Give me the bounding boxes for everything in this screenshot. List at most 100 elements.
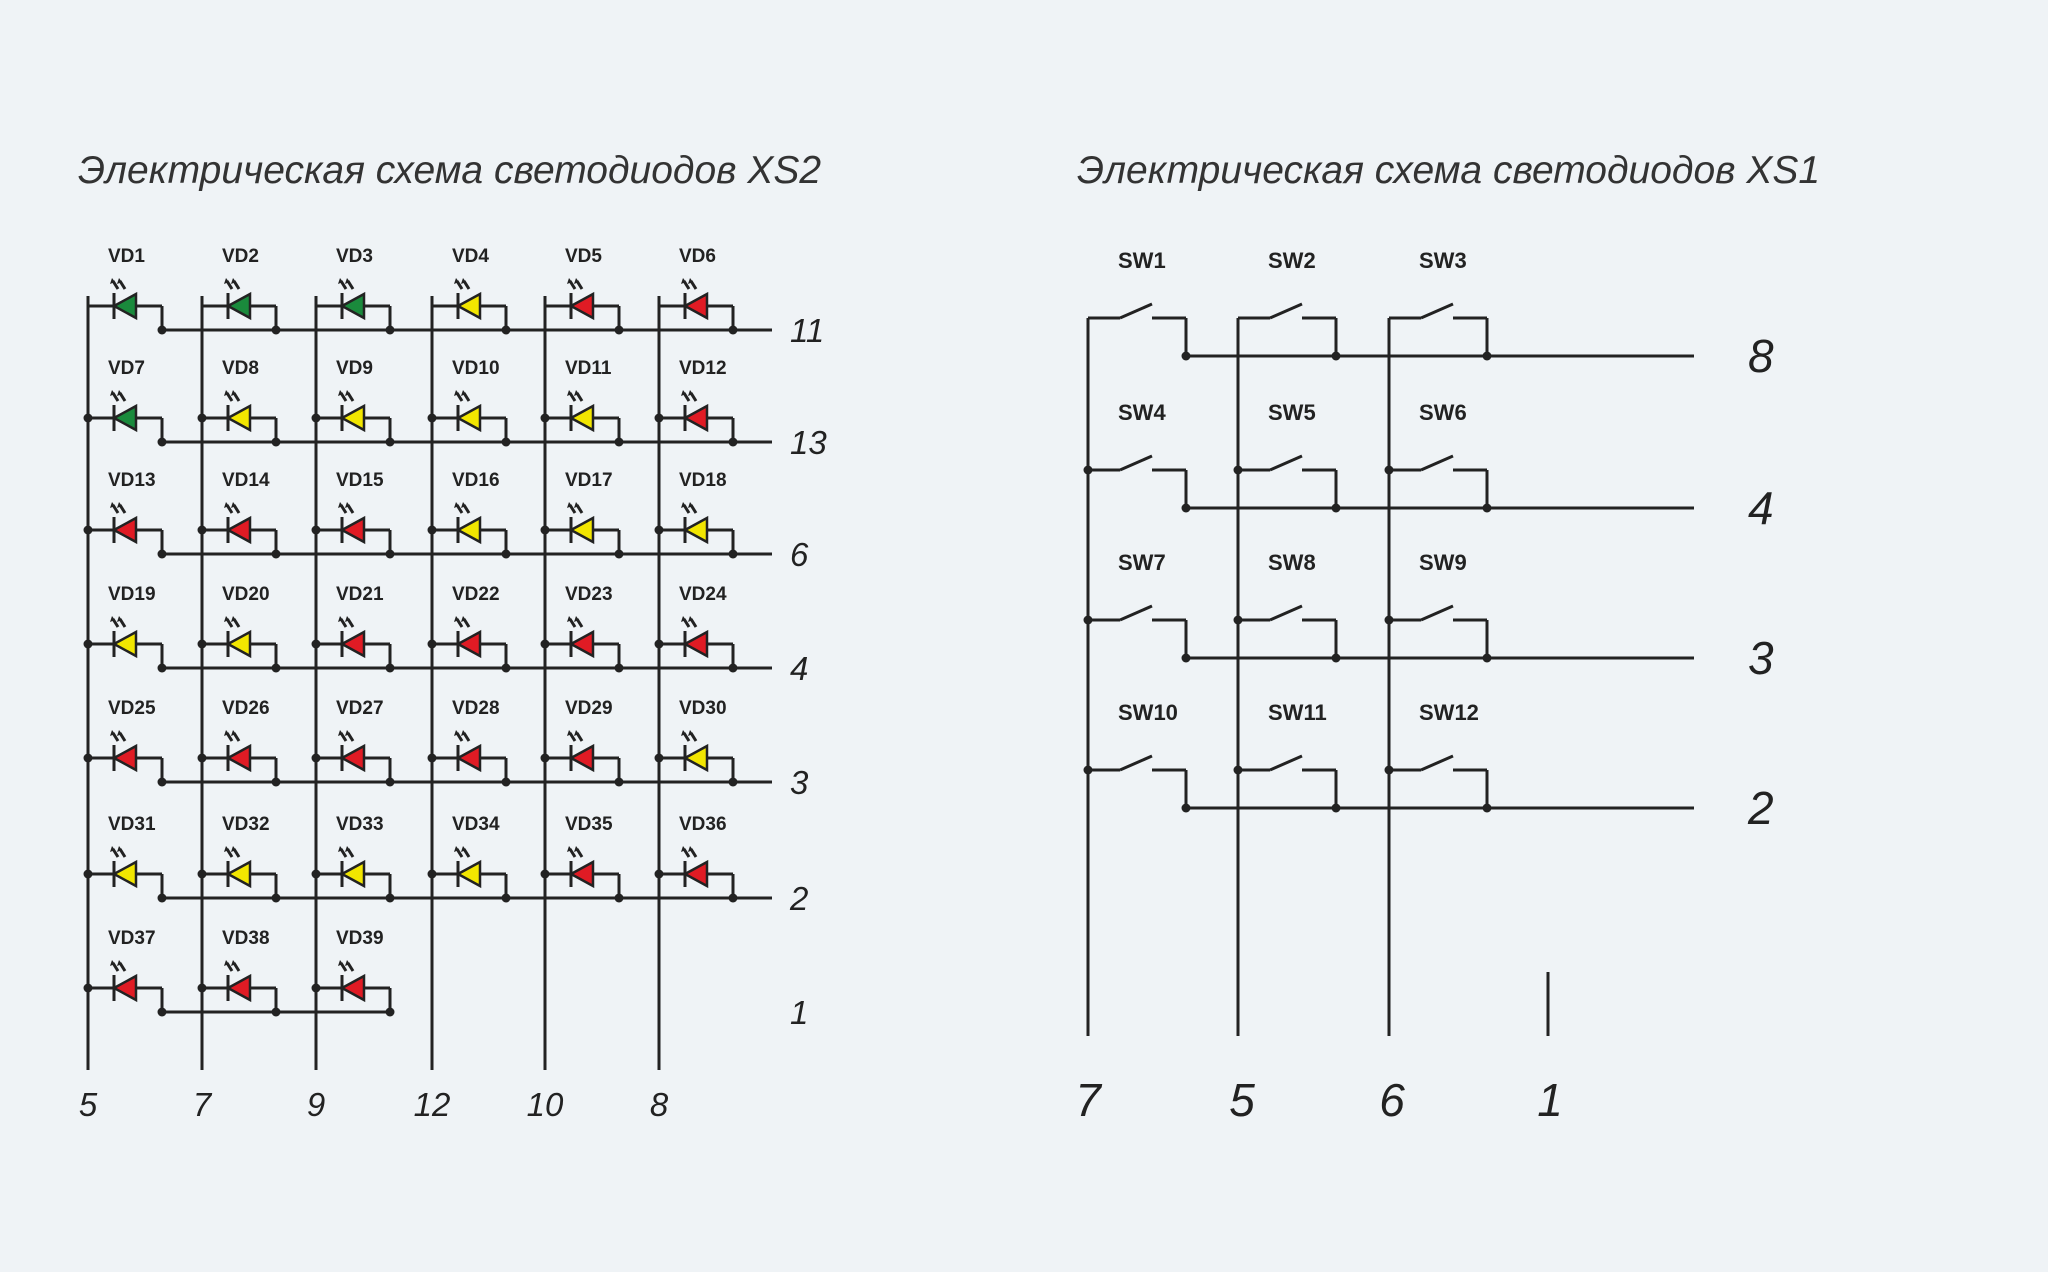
light-arrowhead-icon (231, 502, 236, 508)
light-arrowhead-icon (345, 730, 350, 736)
light-arrowhead-icon (454, 616, 459, 622)
light-arrowhead-icon (224, 846, 229, 852)
junction-dot (271, 663, 281, 673)
led-triangle-icon (455, 403, 482, 433)
junction-dot (728, 777, 738, 787)
junction-dot (501, 325, 511, 335)
led-triangle-icon (455, 743, 482, 773)
xs2-column-pin-label: 8 (650, 1086, 669, 1123)
switch-lever-icon (1420, 604, 1454, 622)
led-cell: VD25 (83, 698, 167, 787)
junction-dot (1181, 351, 1191, 361)
led-label: VD5 (565, 246, 602, 267)
xs2-row-pin-label: 11 (790, 312, 824, 349)
junction-dot (83, 869, 93, 879)
led-cell: VD31 (83, 814, 167, 903)
junction-dot (501, 437, 511, 447)
junction-dot (385, 437, 395, 447)
led-label: VD6 (679, 246, 716, 267)
led-cell: VD9 (311, 358, 395, 447)
junction-dot (197, 525, 207, 535)
junction-dot (728, 325, 738, 335)
junction-dot (427, 639, 437, 649)
junction-dot (157, 893, 167, 903)
led-triangle-icon (568, 291, 595, 321)
led-cell: VD28 (427, 698, 511, 787)
light-arrowhead-icon (345, 616, 350, 622)
light-arrowhead-icon (574, 616, 579, 622)
led-triangle-icon (455, 291, 482, 321)
led-triangle-icon (111, 859, 138, 889)
junction-dot (271, 325, 281, 335)
switch-cell: SW8 (1233, 550, 1341, 663)
switch-lever-icon (1119, 454, 1153, 472)
led-cell: VD29 (540, 698, 624, 787)
led-label: VD28 (452, 698, 500, 719)
junction-dot (728, 437, 738, 447)
junction-dot (385, 325, 395, 335)
led-cell: VD1 (88, 246, 167, 335)
led-label: VD38 (222, 928, 270, 949)
switch-lever-icon (1269, 754, 1303, 772)
junction-dot (1181, 653, 1191, 663)
switch-cell: SW1 (1088, 248, 1191, 361)
led-label: VD18 (679, 470, 727, 491)
junction-dot (83, 753, 93, 763)
light-arrowhead-icon (117, 730, 122, 736)
light-arrowhead-icon (110, 846, 115, 852)
led-triangle-icon (225, 629, 252, 659)
light-arrowhead-icon (345, 960, 350, 966)
switch-cell: SW7 (1083, 550, 1191, 663)
junction-dot (654, 753, 664, 763)
led-cell: VD10 (427, 358, 511, 447)
led-label: VD14 (222, 470, 270, 491)
led-cell: VD30 (654, 698, 738, 787)
junction-dot (311, 413, 321, 423)
junction-dot (1181, 803, 1191, 813)
led-label: VD37 (108, 928, 156, 949)
led-label: VD16 (452, 470, 500, 491)
light-arrowhead-icon (224, 616, 229, 622)
xs2-column-pin-label: 5 (79, 1086, 98, 1123)
junction-dot (614, 663, 624, 673)
switch-cell: SW12 (1384, 700, 1492, 813)
switch-label: SW9 (1419, 550, 1467, 575)
led-triangle-icon (568, 629, 595, 659)
light-arrowhead-icon (338, 390, 343, 396)
junction-dot (728, 893, 738, 903)
led-label: VD27 (336, 698, 384, 719)
light-arrowhead-icon (338, 730, 343, 736)
junction-dot (311, 753, 321, 763)
light-arrowhead-icon (338, 960, 343, 966)
light-arrowhead-icon (231, 278, 236, 284)
light-arrowhead-icon (231, 730, 236, 736)
led-label: VD35 (565, 814, 613, 835)
led-triangle-icon (339, 629, 366, 659)
led-label: VD3 (336, 246, 373, 267)
led-triangle-icon (339, 403, 366, 433)
led-label: VD17 (565, 470, 613, 491)
led-label: VD36 (679, 814, 727, 835)
switch-cell: SW3 (1389, 248, 1492, 361)
led-triangle-icon (339, 515, 366, 545)
light-arrowhead-icon (231, 616, 236, 622)
led-cell: VD27 (311, 698, 395, 787)
light-arrowhead-icon (567, 390, 572, 396)
led-triangle-icon (225, 403, 252, 433)
led-triangle-icon (339, 291, 366, 321)
junction-dot (157, 549, 167, 559)
light-arrowhead-icon (231, 390, 236, 396)
xs2-column-pin-label: 9 (307, 1086, 325, 1123)
led-cell: VD36 (654, 814, 738, 903)
light-arrowhead-icon (574, 846, 579, 852)
junction-dot (540, 639, 550, 649)
led-triangle-icon (568, 403, 595, 433)
switch-label: SW10 (1118, 700, 1178, 725)
light-arrowhead-icon (688, 502, 693, 508)
light-arrowhead-icon (231, 846, 236, 852)
junction-dot (1482, 653, 1492, 663)
led-label: VD15 (336, 470, 384, 491)
junction-dot (654, 525, 664, 535)
led-triangle-icon (682, 515, 709, 545)
